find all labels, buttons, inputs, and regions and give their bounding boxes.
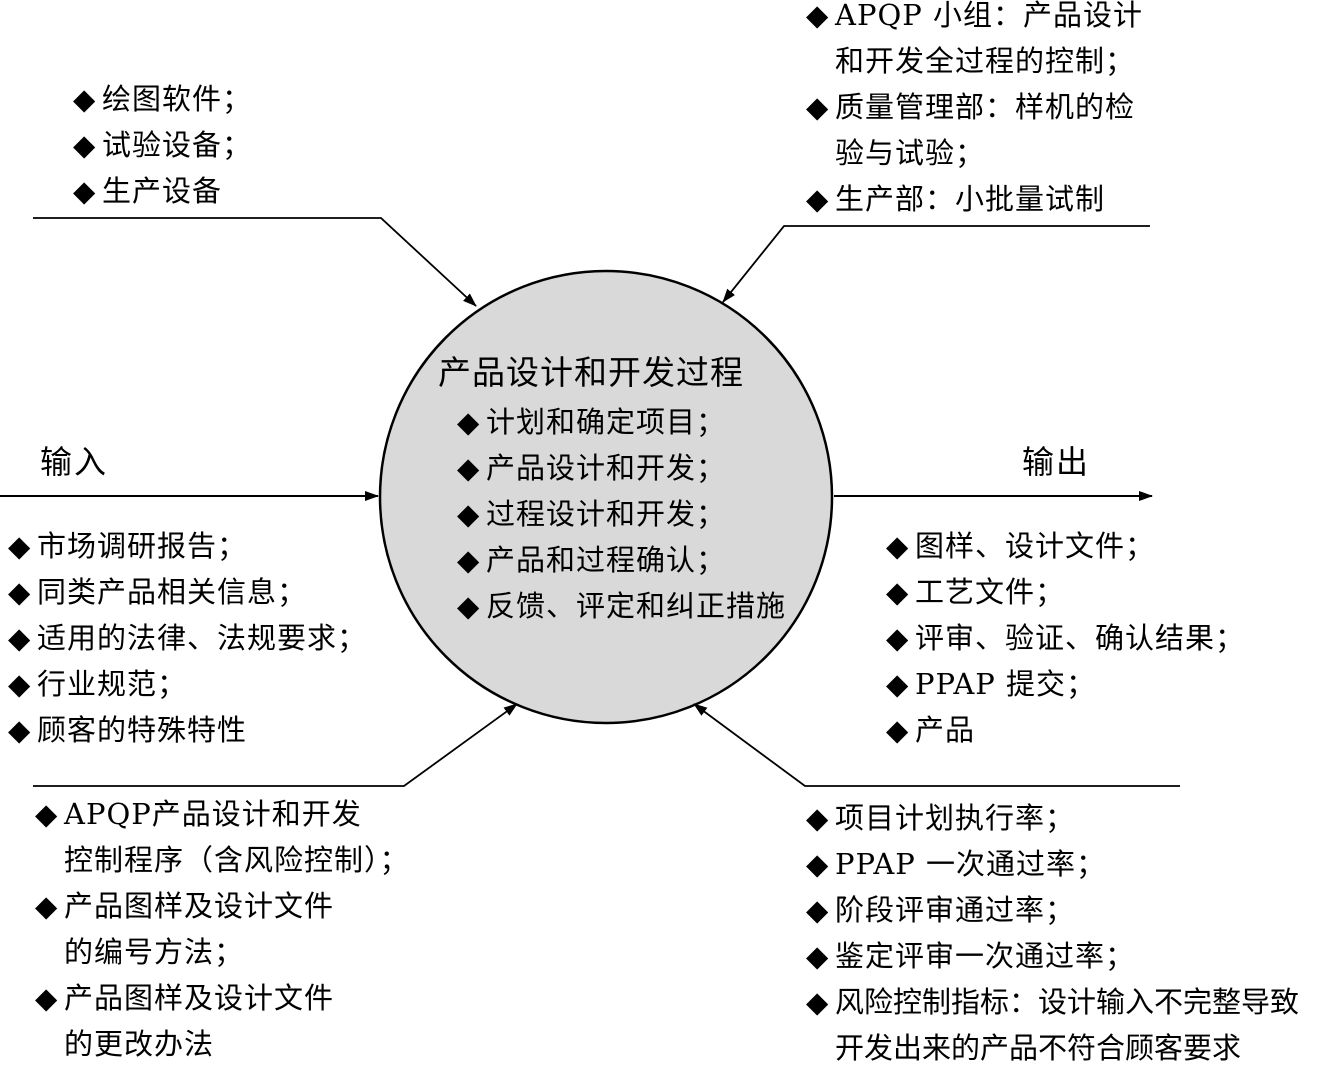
bullet-icon: ◆: [806, 801, 830, 835]
resource-item: ◆试验设备；: [73, 122, 252, 168]
bullet-icon: ◆: [457, 451, 481, 485]
resource-item: ◆绘图软件；: [73, 76, 252, 122]
bullet-icon: ◆: [806, 985, 829, 1019]
metric-item-cont: 开发出来的产品不符合顾客要求: [835, 1031, 1242, 1065]
methods-arrow: [33, 703, 518, 787]
bullet-icon: ◆: [806, 182, 830, 216]
process-step: ◆计划和确定项目；: [457, 399, 726, 445]
metric-item: ◆PPAP 一次通过率；: [806, 841, 1106, 887]
bullet-icon: ◆: [8, 667, 32, 701]
bullet-icon: ◆: [886, 667, 910, 701]
resource-item: ◆生产设备: [73, 168, 222, 214]
bullet-icon: ◆: [457, 543, 481, 577]
input-item: ◆适用的法律、法规要求；: [8, 615, 367, 661]
bullet-icon: ◆: [457, 589, 481, 623]
output-label: 输出: [1022, 443, 1091, 481]
method-item-cont: 的编号方法；: [64, 935, 245, 969]
input-item: ◆顾客的特殊特性: [8, 707, 247, 753]
metric-item: ◆项目计划执行率；: [806, 795, 1075, 841]
bullet-icon: ◆: [35, 889, 59, 923]
personnel-item: ◆生产部：小批量试制: [806, 176, 1105, 222]
output-item: ◆图样、设计文件；: [886, 523, 1155, 569]
bullet-icon: ◆: [886, 713, 910, 747]
process-step: ◆产品设计和开发；: [457, 445, 726, 491]
bullet-icon: ◆: [886, 529, 910, 563]
bullet-icon: ◆: [457, 497, 481, 531]
personnel-item-cont: 和开发全过程的控制；: [835, 44, 1136, 78]
process-step: ◆过程设计和开发；: [457, 491, 726, 537]
personnel-item: ◆质量管理部：样机的检: [806, 84, 1135, 130]
metric-item: ◆鉴定评审一次通过率；: [806, 933, 1135, 979]
metric-item: ◆风险控制指标：设计输入不完整导致: [806, 979, 1299, 1025]
bullet-icon: ◆: [457, 405, 481, 439]
bullet-icon: ◆: [886, 575, 910, 609]
process-step: ◆反馈、评定和纠正措施: [457, 583, 786, 629]
bullet-icon: ◆: [806, 0, 830, 32]
process-title: 产品设计和开发过程: [438, 353, 744, 392]
bullet-icon: ◆: [73, 82, 97, 116]
bullet-icon: ◆: [8, 621, 32, 655]
output-item: ◆PPAP 提交；: [886, 661, 1096, 707]
bullet-icon: ◆: [8, 713, 32, 747]
input-item: ◆市场调研报告；: [8, 523, 247, 569]
bullet-icon: ◆: [8, 575, 32, 609]
personnel-arrow: [722, 225, 1150, 303]
bullet-icon: ◆: [35, 981, 59, 1015]
metrics-arrow: [693, 703, 1180, 787]
output-item: ◆工艺文件；: [886, 569, 1065, 615]
bullet-icon: ◆: [35, 797, 59, 831]
bullet-icon: ◆: [73, 174, 97, 208]
output-item: ◆评审、验证、确认结果；: [886, 615, 1245, 661]
bullet-icon: ◆: [806, 847, 830, 881]
method-item: ◆APQP产品设计和开发: [35, 791, 362, 837]
bullet-icon: ◆: [73, 128, 97, 162]
bullet-icon: ◆: [8, 529, 32, 563]
output-item: ◆产品: [886, 707, 975, 753]
input-item: ◆同类产品相关信息；: [8, 569, 307, 615]
input-label: 输入: [40, 443, 109, 481]
process-circle: [378, 269, 834, 725]
method-item-cont: 的更改办法: [64, 1027, 215, 1061]
method-item: ◆产品图样及设计文件: [35, 883, 334, 929]
bullet-icon: ◆: [806, 90, 830, 124]
bullet-icon: ◆: [886, 621, 910, 655]
bullet-icon: ◆: [806, 939, 830, 973]
resources-arrow: [33, 217, 477, 307]
process-step: ◆产品和过程确认；: [457, 537, 726, 583]
method-item: ◆产品图样及设计文件: [35, 975, 334, 1021]
method-item-cont: 控制程序（含风险控制）；: [64, 843, 410, 877]
personnel-item-cont: 验与试验；: [835, 136, 986, 170]
personnel-item: ◆APQP 小组：产品设计: [806, 0, 1143, 38]
metric-item: ◆阶段评审通过率；: [806, 887, 1075, 933]
bullet-icon: ◆: [806, 893, 830, 927]
input-item: ◆行业规范；: [8, 661, 187, 707]
